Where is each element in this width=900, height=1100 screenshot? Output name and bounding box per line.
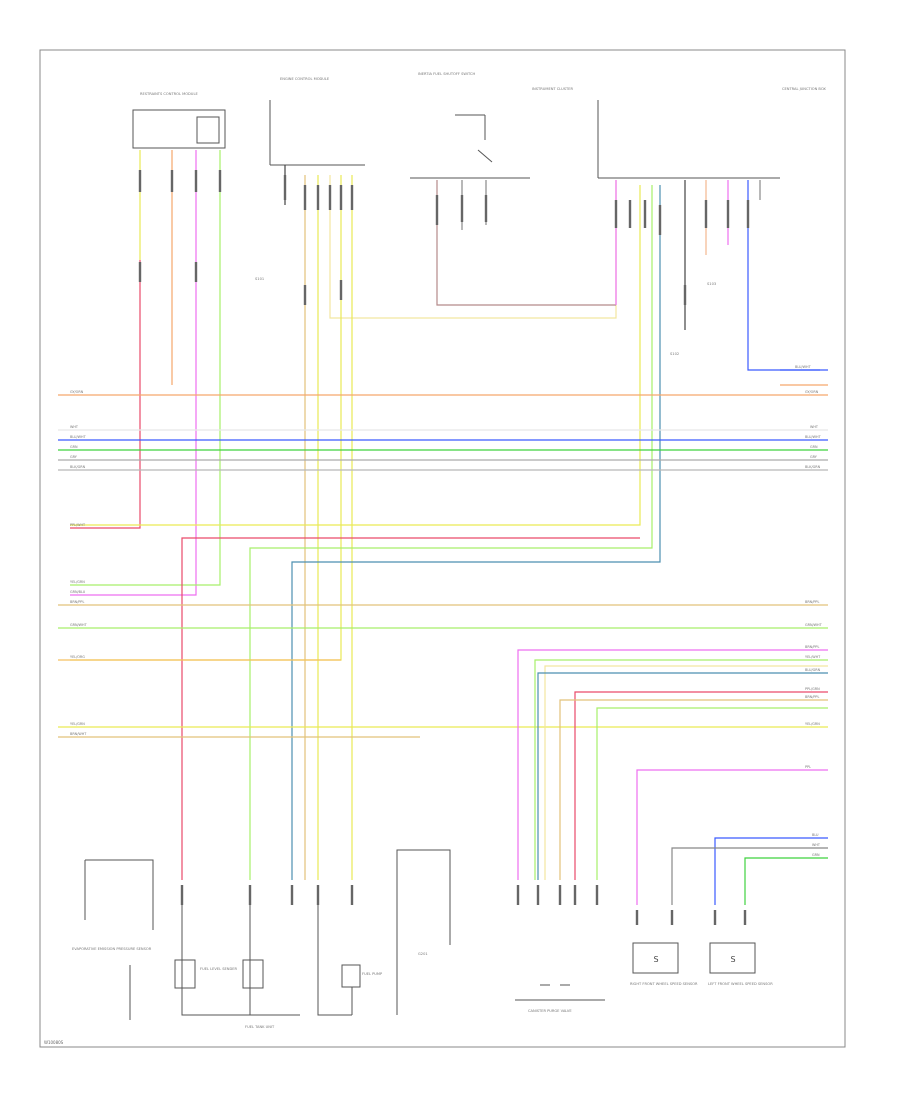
bus-wires bbox=[58, 394, 828, 738]
inertia-switch-label: INERTIA FUEL SHUTOFF SWITCH bbox=[418, 72, 476, 76]
wire-label: BLU/WHT bbox=[805, 435, 822, 439]
wire-label: BRN/PPL bbox=[70, 600, 84, 604]
wire-label: BRN/PPL bbox=[805, 600, 819, 604]
wire-label: BLK/GRN bbox=[70, 465, 86, 469]
wire-label: BLU/WHT bbox=[795, 365, 812, 369]
central-junction-label: CENTRAL JUNCTION BOX bbox=[782, 87, 826, 91]
wheel-speed-lf-label: LEFT FRONT WHEEL SPEED SENSOR bbox=[708, 982, 773, 986]
wire-label: GY/ORN bbox=[805, 390, 819, 394]
restraints-module: RESTRAINTS CONTROL MODULE bbox=[132, 92, 226, 149]
fuel-tank-unit: FUEL LEVEL SENDER FUEL TANK UNIT bbox=[174, 905, 300, 1029]
wire-label: GRN bbox=[810, 445, 818, 449]
svg-text:S: S bbox=[730, 955, 735, 964]
top-vertical-wires bbox=[70, 150, 820, 880]
right-side-wires bbox=[517, 369, 828, 905]
splice-a-label: S101 bbox=[255, 277, 264, 281]
engine-module: ENGINE CONTROL MODULE bbox=[269, 77, 365, 166]
engine-module-label: ENGINE CONTROL MODULE bbox=[280, 77, 330, 81]
wire-label: GRN bbox=[812, 853, 820, 857]
wire-label: PPL/GRN bbox=[805, 687, 820, 691]
wire-label: YEL/WHT bbox=[805, 655, 821, 659]
wire-label: GRN bbox=[70, 445, 78, 449]
evap-valve: CANISTER PURGE VALVE bbox=[515, 984, 605, 1013]
wire-label: YEL/GRN bbox=[70, 580, 85, 584]
flow-sensor-label: EVAPORATIVE EMISSION PRESSURE SENSOR bbox=[72, 947, 152, 951]
wheel-speed-lf: S LEFT FRONT WHEEL SPEED SENSOR bbox=[708, 942, 773, 986]
splice-c-label: S103 bbox=[707, 282, 716, 286]
wire-label: GY/ORN bbox=[70, 390, 84, 394]
wire-label: PPL/WHT bbox=[70, 523, 86, 527]
fuel-pump-label: FUEL PUMP bbox=[362, 972, 383, 976]
wire-label: GRN/WHT bbox=[70, 623, 88, 627]
wire-label: BLU/GRN bbox=[805, 668, 821, 672]
wire-label: BLU/WHT bbox=[70, 435, 87, 439]
wire-label: WHT bbox=[812, 843, 821, 847]
ground-label: G201 bbox=[418, 952, 428, 956]
wire-label: PPL bbox=[805, 765, 811, 769]
diagram-frame bbox=[39, 49, 846, 1048]
instrument-cluster: INSTRUMENT CLUSTER bbox=[532, 87, 780, 179]
wire-label: YEL/GRN bbox=[805, 722, 820, 726]
diagram-code: W10080S bbox=[44, 1040, 64, 1045]
fuel-tank-unit-label: FUEL TANK UNIT bbox=[245, 1025, 275, 1029]
wire-label: BRN/PPL bbox=[805, 645, 819, 649]
wire-label: GRY bbox=[810, 455, 818, 459]
wire-label: BRN/WHT bbox=[70, 732, 87, 736]
wire-label: WHT bbox=[70, 425, 79, 429]
wire-label: WHT bbox=[810, 425, 819, 429]
wire-label: BLK/GRN bbox=[805, 465, 821, 469]
splice-b-label: S102 bbox=[670, 352, 679, 356]
flow-sensor: EVAPORATIVE EMISSION PRESSURE SENSOR bbox=[72, 859, 154, 1020]
restraints-module-label: RESTRAINTS CONTROL MODULE bbox=[140, 92, 198, 96]
inertia-switch: INERTIA FUEL SHUTOFF SWITCH bbox=[410, 72, 530, 179]
instrument-cluster-label: INSTRUMENT CLUSTER bbox=[532, 87, 573, 91]
connector-marks bbox=[138, 170, 750, 925]
wire-label: GRN/WHT bbox=[805, 623, 823, 627]
wheel-speed-rf-label: RIGHT FRONT WHEEL SPEED SENSOR bbox=[630, 982, 698, 986]
wire-label: YEL/ORG bbox=[70, 655, 85, 659]
fuel-pump: FUEL PUMP bbox=[317, 905, 383, 1016]
wire-label: GRN/BLU bbox=[70, 590, 86, 594]
wire-labels: GY/ORN GY/ORN WHT WHT BLU/WHT BLU/WHT GR… bbox=[70, 365, 823, 857]
fuel-level-sender-label: FUEL LEVEL SENDER bbox=[200, 967, 238, 971]
wire-label: GRY bbox=[70, 455, 78, 459]
wire-label: YEL/GRN bbox=[70, 722, 85, 726]
wire-label: BLU bbox=[812, 833, 819, 837]
ground-bracket: G201 bbox=[396, 849, 451, 1015]
wire-label: BRN/PPL bbox=[805, 695, 819, 699]
svg-text:S: S bbox=[653, 955, 658, 964]
wheel-speed-rf: S RIGHT FRONT WHEEL SPEED SENSOR bbox=[630, 942, 698, 986]
evap-valve-label: CANISTER PURGE VALVE bbox=[528, 1009, 572, 1013]
